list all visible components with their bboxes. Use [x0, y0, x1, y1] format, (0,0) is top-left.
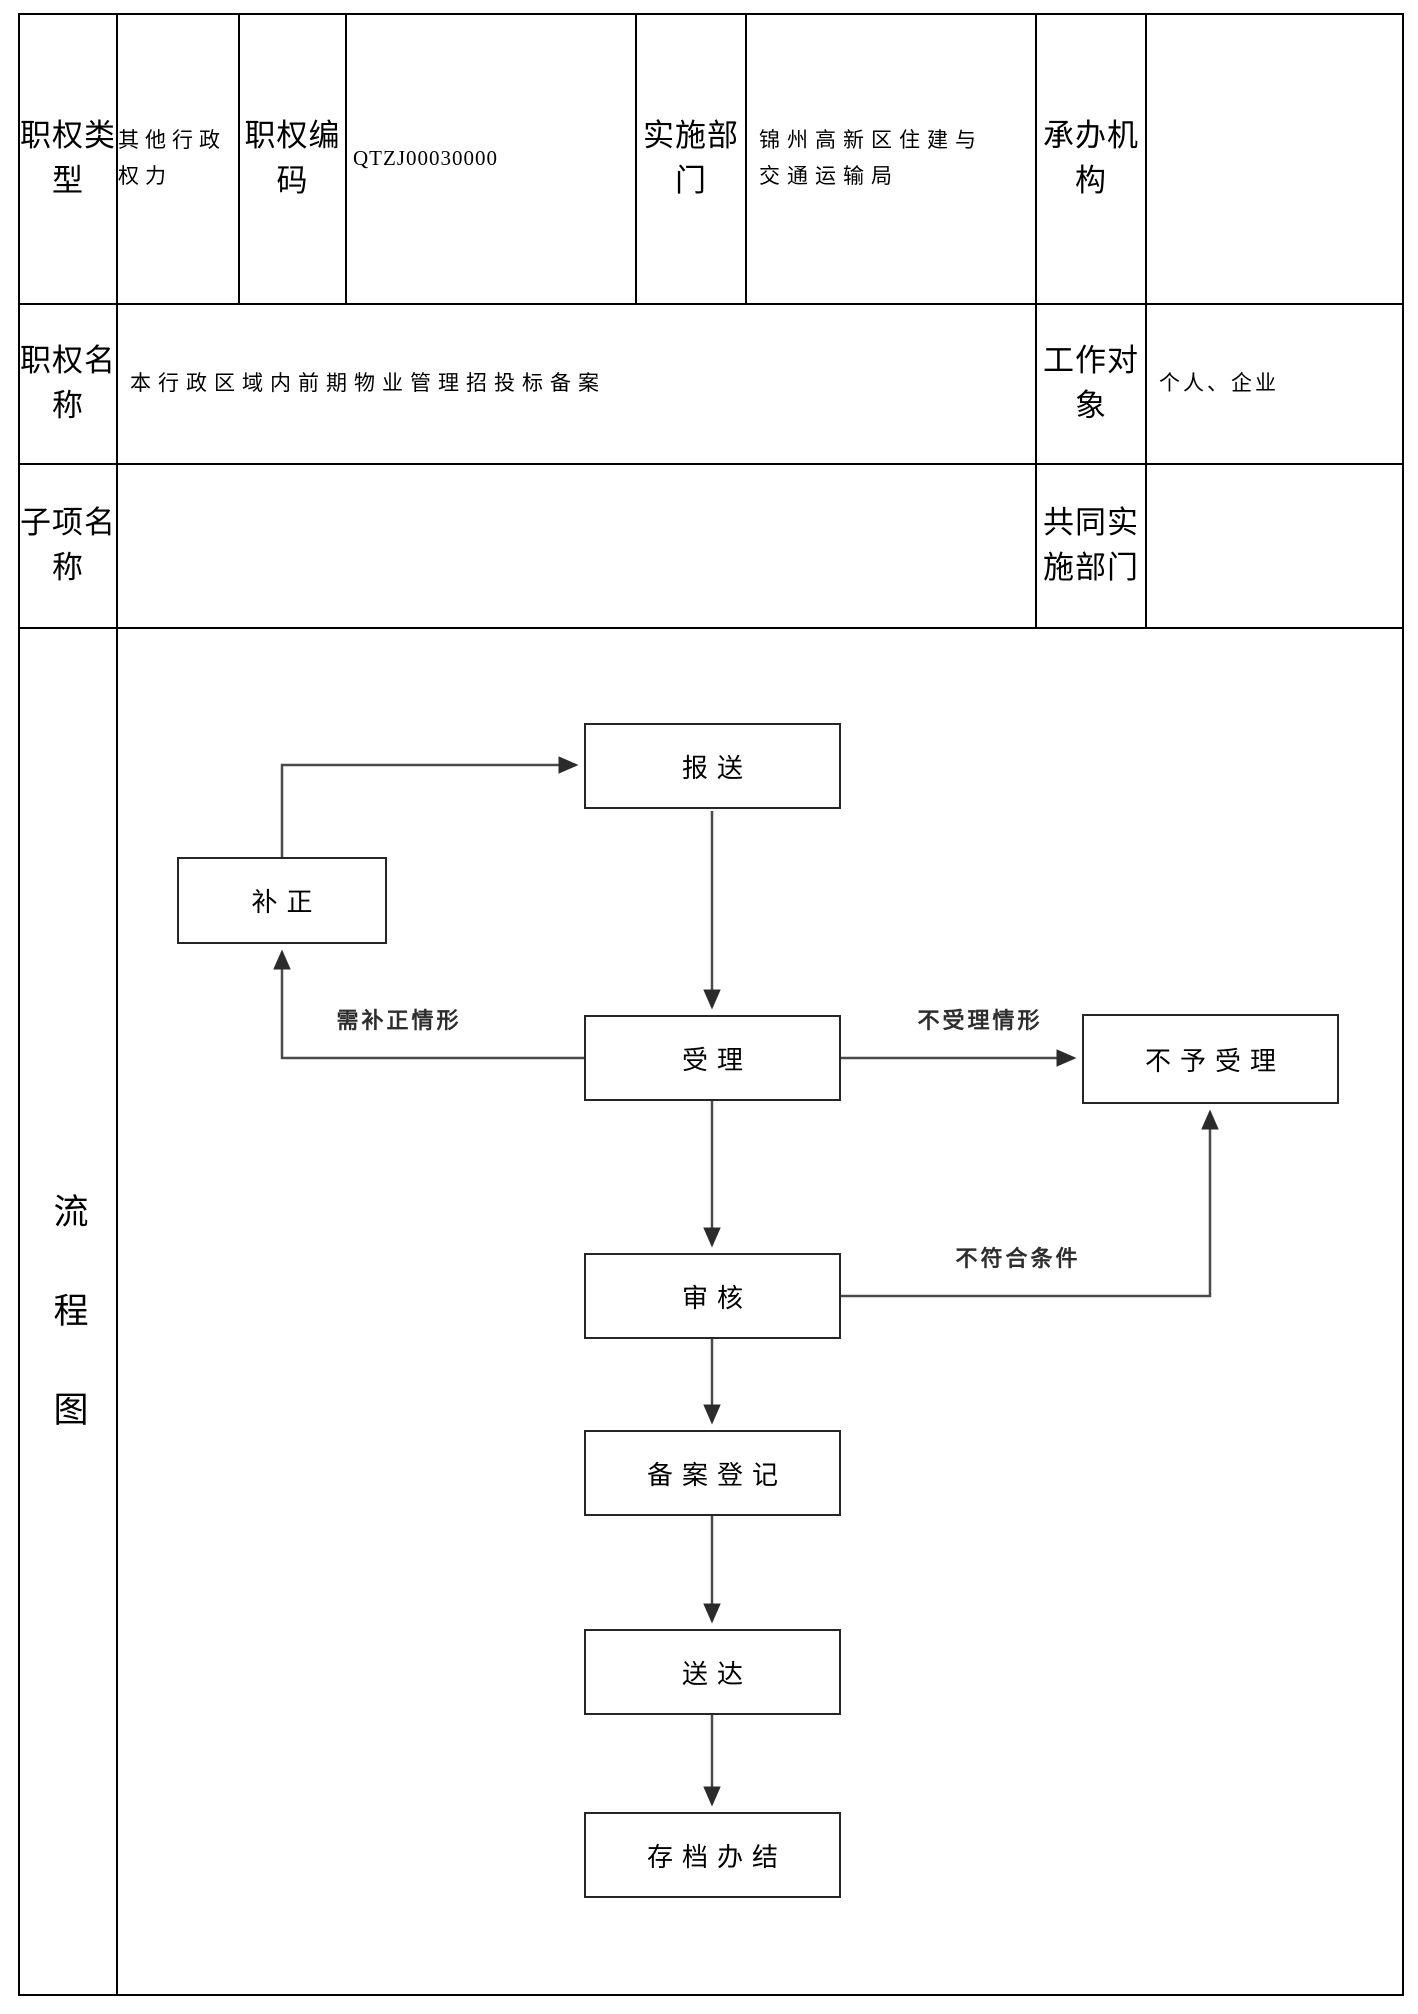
subitem-name-label: 子项名称	[20, 465, 118, 629]
authority-info-table: 职权类型 其他行政权力 职权编码 QTZJ00030000 实施部门 锦州高新区…	[18, 13, 1404, 1996]
edge-label-need-correction: 需补正情形	[336, 1008, 462, 1033]
flow-node-beiandengji: 备案登记	[584, 1430, 841, 1516]
implementing-dept-label: 实施部门	[637, 15, 747, 305]
flow-node-buyushouli: 不予受理	[1082, 1014, 1339, 1104]
implementing-dept-text: 锦州高新区住建与交通运输局	[759, 128, 983, 188]
flow-node-baosong: 报送	[584, 723, 841, 809]
authority-code-value: QTZJ00030000	[347, 15, 637, 305]
subitem-name-value	[118, 465, 1037, 629]
authority-type-value: 其他行政权力	[118, 15, 240, 305]
work-object-label: 工作对象	[1037, 305, 1147, 465]
authority-code-label: 职权编码	[240, 15, 347, 305]
flow-node-shouli: 受理	[584, 1015, 841, 1101]
flowchart-cell: 报送 补正 受理 不予受理 审核 备案登记 送达 存档办结 需补正情形 不受理情…	[118, 629, 1402, 1994]
edge-label-not-qualified: 不符合条件	[955, 1246, 1081, 1271]
flowchart: 报送 补正 受理 不予受理 审核 备案登记 送达 存档办结 需补正情形 不受理情…	[118, 629, 1402, 1994]
authority-type-label: 职权类型	[20, 15, 118, 305]
work-object-value: 个人、企业	[1147, 305, 1402, 465]
undertaking-org-value	[1147, 15, 1402, 305]
flow-node-cundangbanjie: 存档办结	[584, 1812, 841, 1898]
flow-node-songda: 送达	[584, 1629, 841, 1715]
undertaking-org-label: 承办机构	[1037, 15, 1147, 305]
arrow-shenhe-to-buyushouli	[841, 1109, 1219, 1298]
flowchart-label-cell: 流程图	[20, 629, 118, 1994]
edge-label-not-accepted: 不受理情形	[917, 1008, 1043, 1033]
joint-dept-value	[1147, 465, 1402, 629]
flowchart-arrows	[273, 756, 1219, 1807]
authority-name-label: 职权名称	[20, 305, 118, 465]
implementing-dept-value: 锦州高新区住建与交通运输局	[747, 15, 1037, 305]
arrow-buzheng-to-baosong	[280, 756, 579, 857]
flow-node-shenhe: 审核	[584, 1253, 841, 1339]
arrow-shouli-to-buzheng	[273, 949, 584, 1060]
flow-node-buzheng: 补正	[177, 857, 387, 944]
joint-dept-label: 共同实施部门	[1037, 465, 1147, 629]
authority-name-value: 本行政区域内前期物业管理招投标备案	[118, 305, 1037, 465]
flowchart-label: 流程图	[48, 1193, 88, 1490]
